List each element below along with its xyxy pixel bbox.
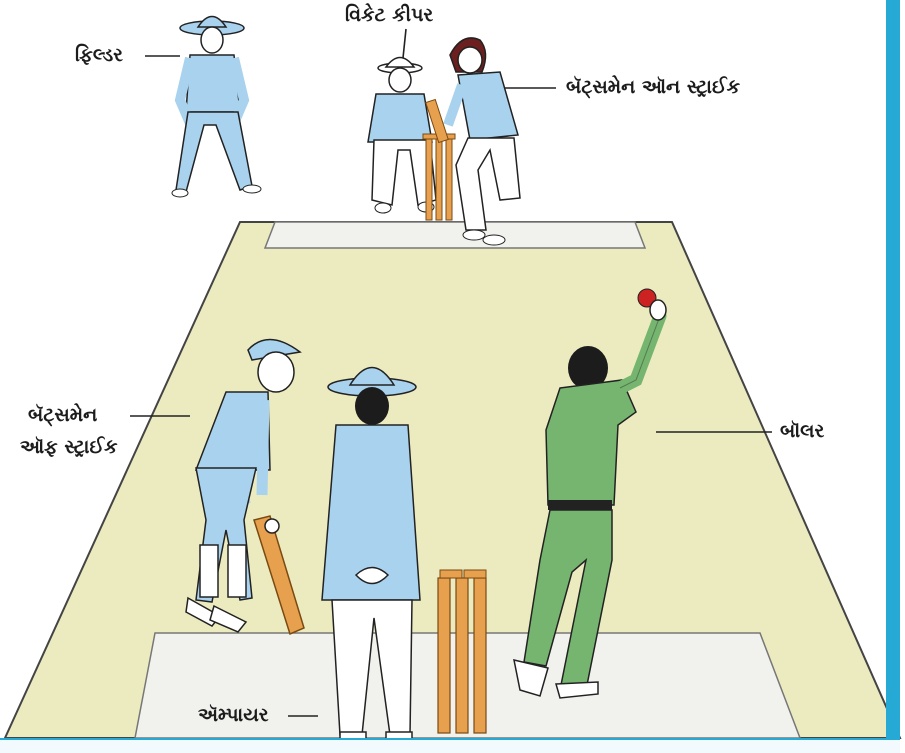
batsman-off-strike-label-line2: ઑફ સ્ટ્રાઈક <box>20 435 118 459</box>
wicket-keeper-label: વિકેટ કીપર <box>345 3 433 27</box>
far-stumps <box>423 134 455 220</box>
fielder-figure <box>172 17 261 198</box>
frame-border-bottom <box>0 738 900 753</box>
umpire-label: ઍમ્પાયર <box>198 703 269 727</box>
far-crease <box>265 222 645 248</box>
bowler-label: બૉલર <box>780 419 824 443</box>
fielder-label: ફિલ્ડર <box>75 43 123 67</box>
wicket-keeper-leader-line <box>403 29 406 58</box>
frame-border-right <box>886 0 900 753</box>
batsman-off-strike-label-line1: બૅટ્સમેન <box>28 403 97 427</box>
near-stumps <box>438 570 486 733</box>
batsman-on-strike-label: બૅટ્સમેન ઑન સ્ટ્રાઈક <box>566 75 740 99</box>
